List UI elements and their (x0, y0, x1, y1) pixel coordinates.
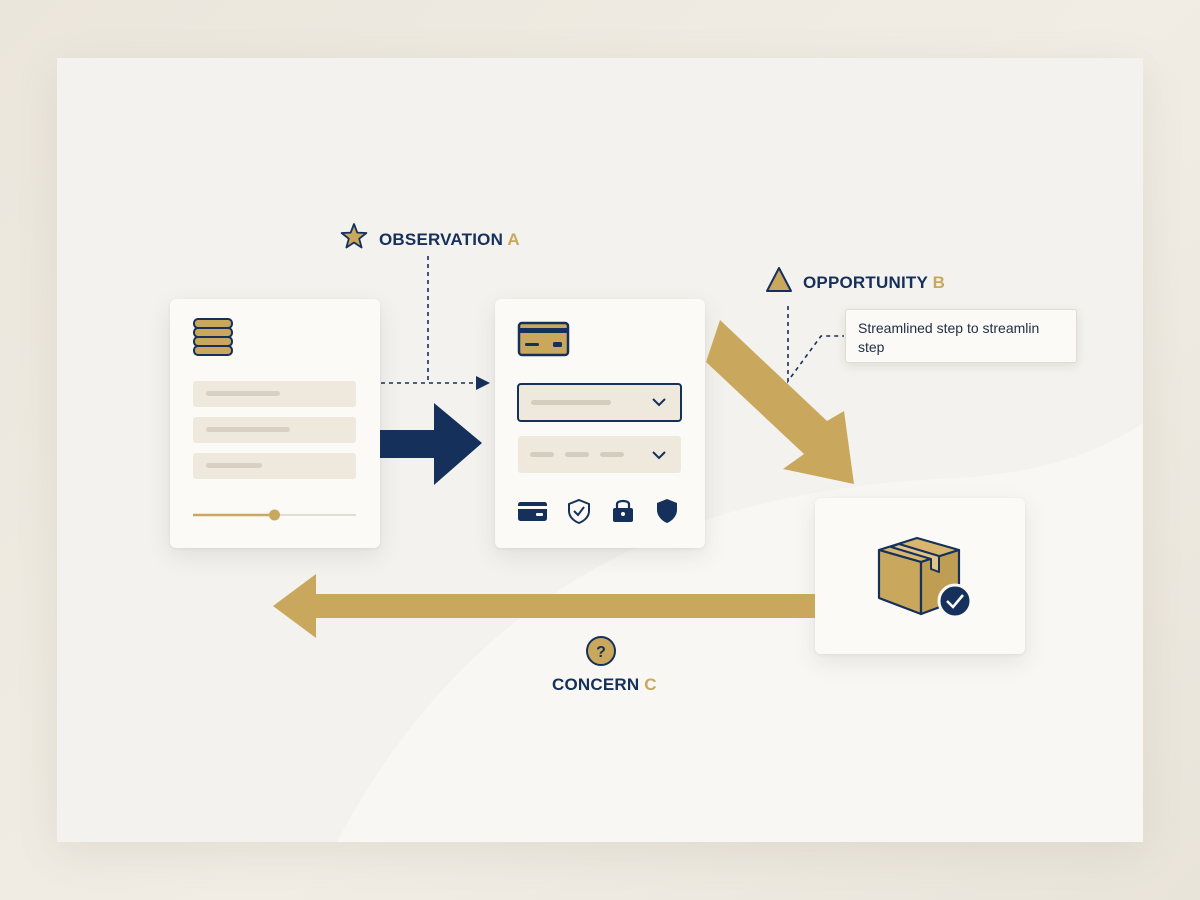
stack-icon (193, 318, 233, 356)
shield-icon (657, 499, 677, 523)
chevron-down-icon (652, 398, 666, 407)
delivery-card-illustration (877, 536, 973, 619)
concern-text: CONCERN (552, 675, 645, 694)
observation-letter: A (507, 230, 520, 249)
opportunity-letter: B (932, 273, 946, 292)
form-field[interactable] (193, 381, 356, 407)
chevron-down-icon (652, 451, 666, 460)
opportunity-label: OPPORTUNITY B (803, 273, 945, 293)
opportunity-tooltip: Streamlined step to streamlin step (845, 309, 1077, 363)
progress-slider[interactable] (193, 509, 356, 521)
card-number-dropdown[interactable] (517, 383, 682, 422)
package-icon (877, 536, 961, 616)
observation-text: OBSERVATION (379, 230, 508, 249)
delivery-card[interactable] (815, 498, 1025, 654)
form-card-illustration (193, 318, 356, 521)
shield-check-icon (568, 498, 590, 525)
concern-label: CONCERN C (552, 675, 657, 695)
concern-letter: C (644, 675, 657, 694)
form-card[interactable] (170, 299, 380, 548)
form-field[interactable] (193, 453, 356, 479)
payment-card-illustration (517, 321, 682, 525)
lock-icon (613, 499, 633, 522)
observation-label: OBSERVATION A (379, 230, 520, 250)
opportunity-text: OPPORTUNITY (803, 273, 933, 292)
payment-card[interactable] (495, 299, 705, 548)
form-field[interactable] (193, 417, 356, 443)
expiry-dropdown[interactable] (518, 436, 681, 473)
credit-card-icon (518, 502, 547, 521)
credit-card-icon (517, 321, 570, 357)
check-badge-icon (937, 583, 973, 619)
